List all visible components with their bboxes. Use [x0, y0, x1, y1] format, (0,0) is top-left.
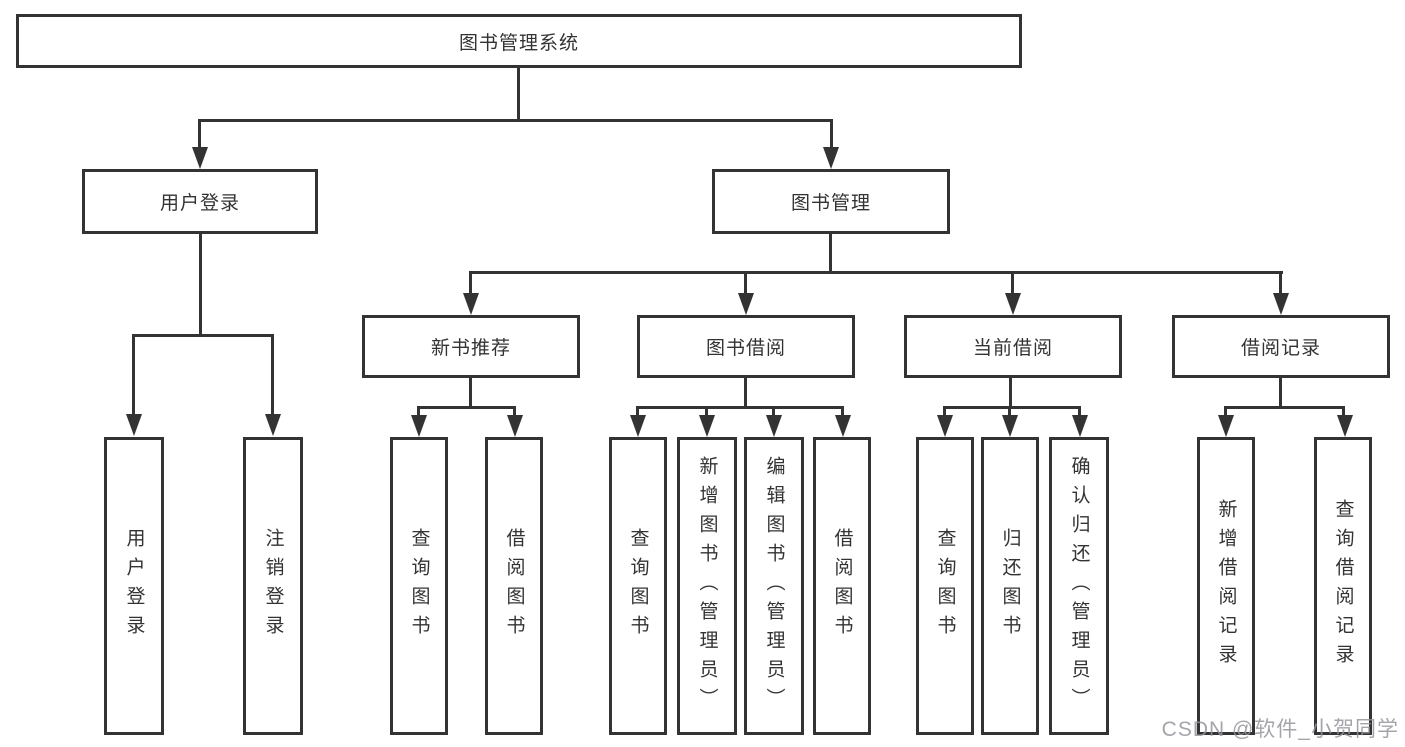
leaf-newbookrec-query-books: 查询图书 [390, 437, 448, 735]
connector-borrowrecord-stub1 [1224, 406, 1227, 417]
leaf-currentborrow-return-books-label: 归还图书 [999, 528, 1021, 644]
leaf-user-login: 用户登录 [104, 437, 164, 735]
arrow-down-icon [265, 414, 281, 436]
csdn-watermark: CSDN @软件_小贺同学 [1161, 718, 1399, 741]
leaf-logout: 注销登录 [243, 437, 303, 735]
node-user-login-label: 用户登录 [159, 193, 240, 214]
leaf-bookborrow-add-books-admin-label: 新增图书（管理员） [696, 455, 718, 717]
leaf-currentborrow-query-books: 查询图书 [916, 437, 974, 735]
arrow-down-icon [1337, 415, 1353, 437]
node-book-mgmt-label: 图书管理 [790, 193, 871, 214]
leaf-borrowrecord-add-record: 新增借阅记录 [1197, 437, 1255, 735]
arrow-down-icon [1002, 415, 1018, 437]
leaf-user-login-label: 用户登录 [123, 528, 145, 644]
leaf-bookborrow-query-books-label: 查询图书 [627, 528, 649, 644]
connector-userlogin-stub2 [271, 334, 274, 416]
arrow-down-icon [1218, 415, 1234, 437]
connector-currentborrow-stub1 [943, 406, 946, 417]
leaf-logout-label: 注销登录 [262, 528, 284, 644]
connector-currentborrow-stub3 [1078, 406, 1081, 417]
node-book-borrow: 图书借阅 [637, 315, 855, 378]
leaf-currentborrow-confirm-return-admin: 确认归还（管理员） [1049, 437, 1109, 735]
leaf-bookborrow-add-books-admin: 新增图书（管理员） [677, 437, 737, 735]
leaf-borrowrecord-add-record-label: 新增借阅记录 [1215, 499, 1237, 673]
node-borrow-record: 借阅记录 [1172, 315, 1390, 378]
connector-bookmgmt-stub4 [1279, 271, 1282, 295]
connector-newbookrec-stub2 [513, 406, 516, 417]
leaf-bookborrow-edit-books-admin-label: 编辑图书（管理员） [763, 455, 785, 717]
connector-borrowrecord-hline [1224, 406, 1345, 409]
node-borrow-record-label: 借阅记录 [1240, 338, 1321, 359]
arrow-down-icon [699, 415, 715, 437]
node-new-book-rec: 新书推荐 [362, 315, 580, 378]
arrow-down-icon [507, 415, 523, 437]
connector-newbookrec-stub1 [417, 406, 420, 417]
connector-bookborrow-stub4 [841, 406, 844, 417]
connector-currentborrow-vline [1009, 378, 1012, 409]
connector-bookmgmt-vline [829, 234, 832, 273]
connector-userlogin-stub1 [132, 334, 135, 416]
arrow-down-icon [738, 293, 754, 315]
arrow-down-icon [835, 415, 851, 437]
node-new-book-rec-label: 新书推荐 [430, 338, 511, 359]
leaf-bookborrow-borrow-books: 借阅图书 [813, 437, 871, 735]
arrow-down-icon [630, 415, 646, 437]
connector-userlogin-vline [199, 234, 202, 336]
connector-userlogin-hline [132, 334, 274, 337]
connector-bookborrow-stub1 [636, 406, 639, 417]
leaf-borrowrecord-query-record-label: 查询借阅记录 [1332, 499, 1354, 673]
arrow-down-icon [463, 293, 479, 315]
leaf-bookborrow-borrow-books-label: 借阅图书 [831, 528, 853, 644]
leaf-bookborrow-edit-books-admin: 编辑图书（管理员） [744, 437, 804, 735]
connector-bookmgmt-stub3 [1011, 271, 1014, 295]
node-current-borrow-label: 当前借阅 [972, 338, 1053, 359]
connector-bookmgmt-hline [469, 271, 1283, 274]
node-book-borrow-label: 图书借阅 [705, 338, 786, 359]
leaf-bookborrow-query-books: 查询图书 [609, 437, 667, 735]
arrow-down-icon [411, 415, 427, 437]
node-root: 图书管理系统 [16, 14, 1022, 68]
node-root-label: 图书管理系统 [458, 32, 579, 54]
connector-root-stub-right [830, 119, 833, 149]
connector-currentborrow-stub2 [1008, 406, 1011, 417]
connector-bookborrow-hline [636, 406, 844, 409]
arrow-down-icon [937, 415, 953, 437]
leaf-newbookrec-query-books-label: 查询图书 [408, 528, 430, 644]
node-user-login: 用户登录 [82, 169, 318, 234]
leaf-currentborrow-query-books-label: 查询图书 [934, 528, 956, 644]
arrow-down-icon [1273, 293, 1289, 315]
connector-bookborrow-stub3 [772, 406, 775, 417]
node-current-borrow: 当前借阅 [904, 315, 1122, 378]
leaf-newbookrec-borrow-books-label: 借阅图书 [503, 528, 525, 644]
arrow-down-icon [192, 147, 208, 169]
connector-bookmgmt-stub2 [744, 271, 747, 295]
connector-root-stub-left [198, 119, 201, 149]
connector-borrowrecord-stub2 [1342, 406, 1345, 417]
leaf-newbookrec-borrow-books: 借阅图书 [485, 437, 543, 735]
arrow-down-icon [1005, 293, 1021, 315]
arrow-down-icon [126, 414, 142, 436]
leaf-currentborrow-return-books: 归还图书 [981, 437, 1039, 735]
connector-root-hline [198, 119, 833, 122]
arrow-down-icon [1072, 415, 1088, 437]
node-book-mgmt: 图书管理 [712, 169, 950, 234]
connector-root-vline [517, 68, 520, 122]
connector-borrowrecord-vline [1279, 378, 1282, 409]
connector-bookmgmt-stub1 [469, 271, 472, 295]
connector-bookborrow-stub2 [705, 406, 708, 417]
connector-newbookrec-hline [417, 406, 516, 409]
connector-newbookrec-vline [469, 378, 472, 409]
connector-bookborrow-vline [744, 378, 747, 409]
leaf-currentborrow-confirm-return-admin-label: 确认归还（管理员） [1068, 455, 1090, 717]
arrow-down-icon [823, 147, 839, 169]
leaf-borrowrecord-query-record: 查询借阅记录 [1314, 437, 1372, 735]
arrow-down-icon [766, 415, 782, 437]
connector-currentborrow-hline [943, 406, 1081, 409]
